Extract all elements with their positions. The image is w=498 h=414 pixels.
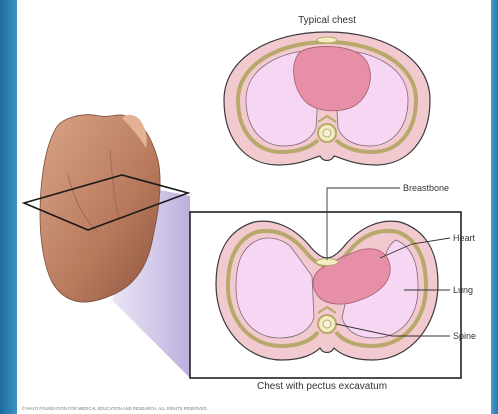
label-lung: Lung [453, 285, 473, 295]
label-spine: Spine [453, 331, 476, 341]
pectus-caption: Chest with pectus excavatum [257, 381, 387, 392]
typical-heart [294, 46, 371, 110]
typical-sternum [317, 37, 337, 43]
copyright-notice: © MAYO FOUNDATION FOR MEDICAL EDUCATION … [22, 406, 208, 411]
label-breastbone: Breastbone [403, 183, 449, 193]
label-heart: Heart [453, 233, 476, 243]
typical-chest-section [224, 32, 430, 165]
typical-chest-title: Typical chest [298, 15, 356, 26]
